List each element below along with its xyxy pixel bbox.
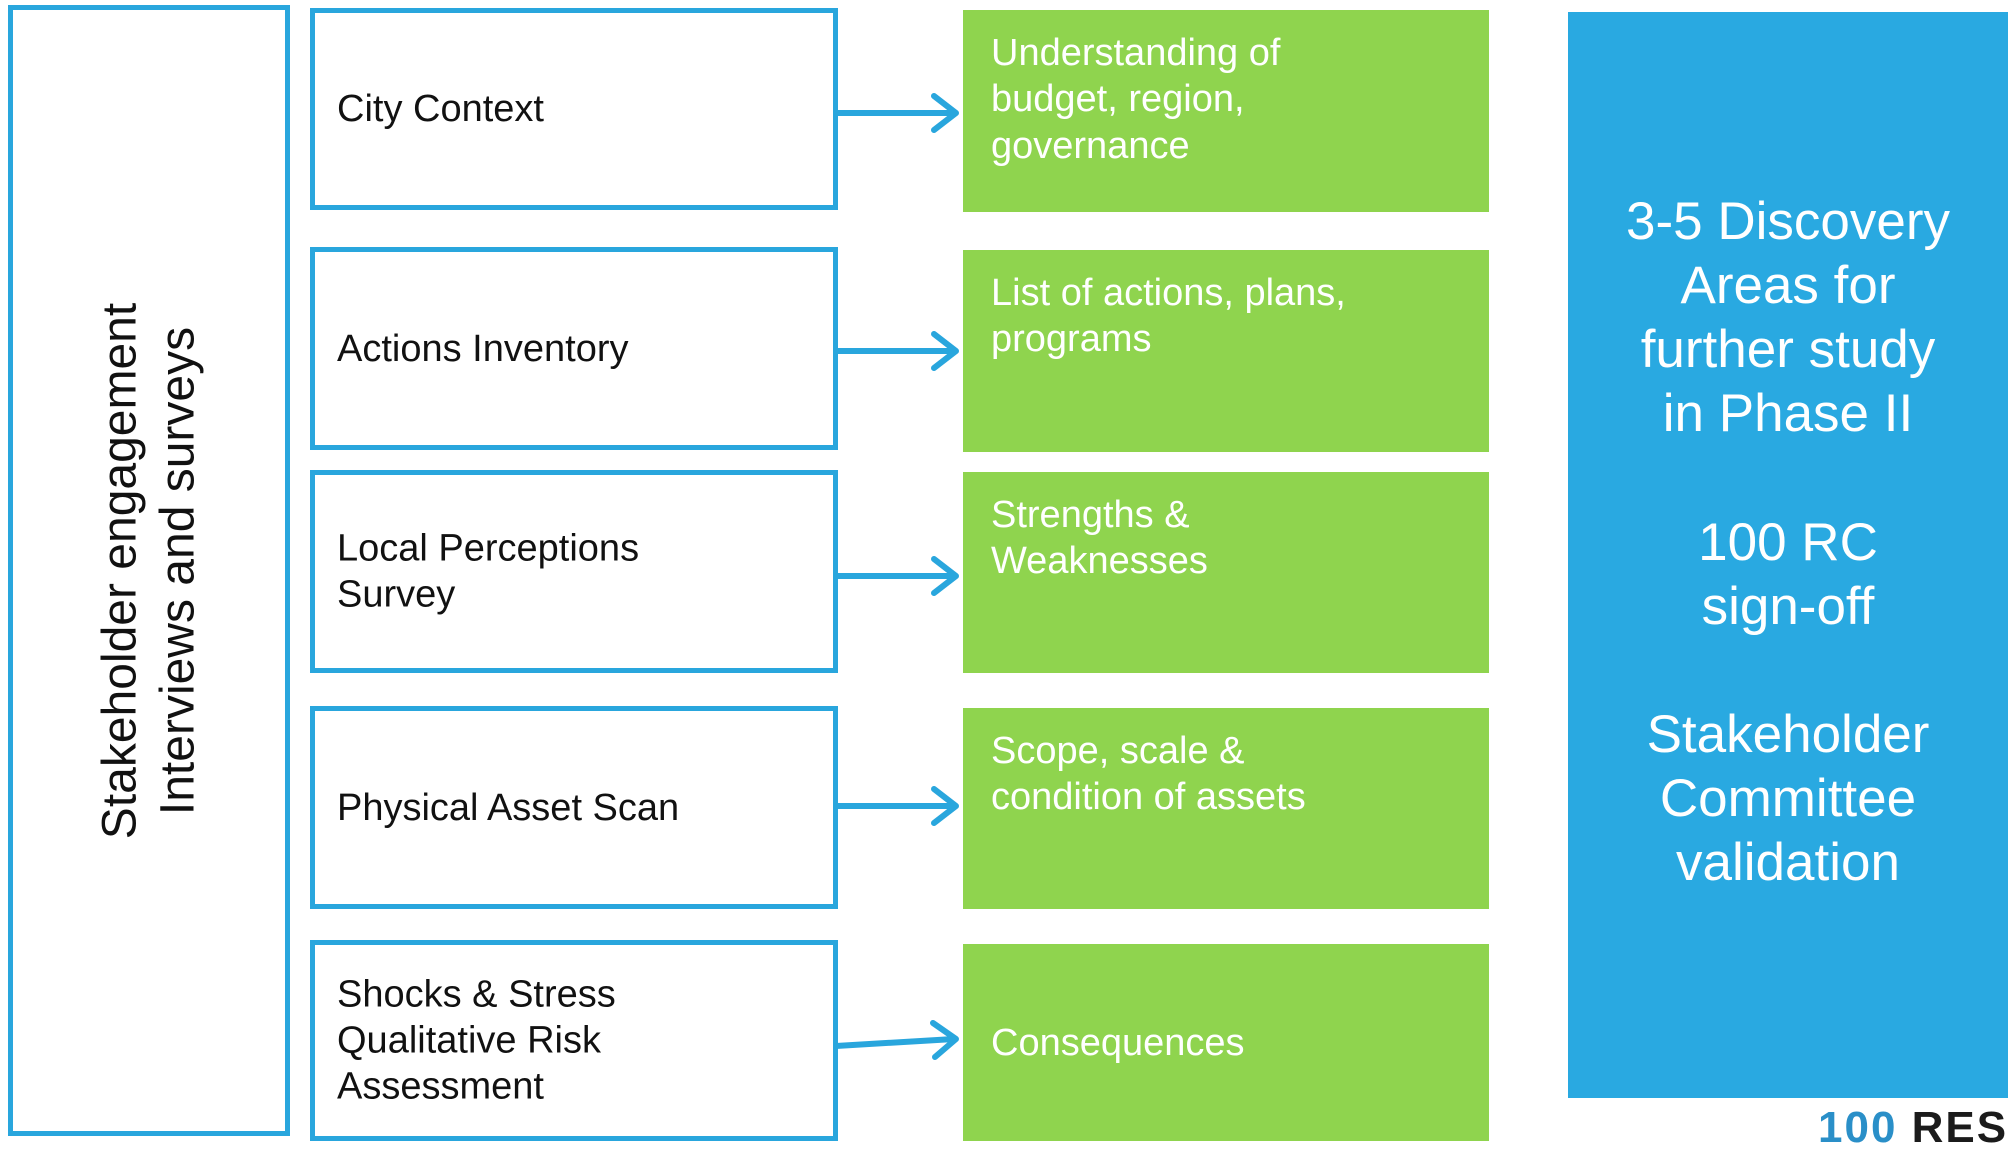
output-label: Strengths & Weaknesses — [991, 494, 1208, 583]
output-box-shocks-stress: Consequences — [963, 944, 1489, 1141]
output-box-local-perceptions: Strengths & Weaknesses — [963, 472, 1489, 673]
input-label: City Context — [337, 87, 544, 130]
brand-logo: 100 RES — [1818, 1106, 2008, 1150]
input-box-physical-asset-scan: Physical Asset Scan — [310, 706, 838, 909]
logo-word: RES — [1911, 1103, 2008, 1152]
input-box-actions-inventory: Actions Inventory — [310, 247, 838, 450]
discovery-areas-text: 3-5 Discovery Areas for further study in… — [1626, 192, 1950, 444]
outcome-summary-text: 3-5 Discovery Areas for further study in… — [1568, 190, 2008, 959]
stakeholder-engagement-panel: Stakeholder engagement Interviews and su… — [8, 5, 290, 1136]
committee-validation-text: Stakeholder Committee validation — [1646, 704, 1930, 892]
logo-number: 100 — [1818, 1103, 1898, 1152]
input-box-local-perceptions: Local Perceptions Survey — [310, 470, 838, 673]
input-label: Local Perceptions Survey — [337, 527, 640, 616]
outcome-summary-panel: 3-5 Discovery Areas for further study in… — [1568, 12, 2008, 1098]
arrow-row-5-icon — [833, 1020, 959, 1060]
input-label: Shocks & Stress Qualitative Risk Assessm… — [337, 972, 616, 1108]
sign-off-text: 100 RC sign-off — [1698, 512, 1878, 636]
output-label: Scope, scale & condition of assets — [991, 730, 1306, 819]
arrow-row-3-icon — [833, 556, 959, 596]
output-box-city-context: Understanding of budget, region, governa… — [963, 10, 1489, 212]
output-label: Consequences — [991, 1021, 1245, 1064]
arrow-row-1-icon — [833, 93, 959, 133]
arrow-row-2-icon — [833, 331, 959, 371]
output-box-physical-asset-scan: Scope, scale & condition of assets — [963, 708, 1489, 909]
input-box-city-context: City Context — [310, 8, 838, 210]
input-label: Physical Asset Scan — [337, 786, 680, 829]
output-label: Understanding of budget, region, governa… — [991, 32, 1281, 167]
input-label: Actions Inventory — [337, 327, 629, 370]
output-label: List of actions, plans, programs — [991, 272, 1346, 361]
input-box-shocks-stress: Shocks & Stress Qualitative Risk Assessm… — [310, 940, 838, 1141]
output-box-actions-inventory: List of actions, plans, programs — [963, 250, 1489, 452]
arrow-row-4-icon — [833, 786, 959, 826]
